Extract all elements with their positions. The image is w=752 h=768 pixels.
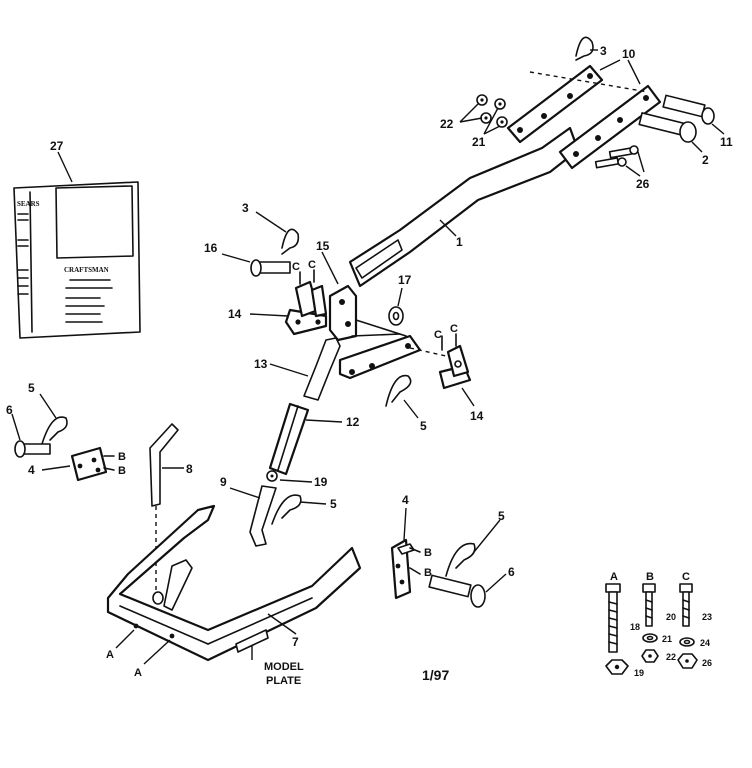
nuts-21-22: 22 21 bbox=[440, 94, 508, 149]
callout-2: 2 bbox=[702, 153, 709, 167]
callout-5-mid: 5 bbox=[420, 419, 427, 433]
letter-b-left-2: B bbox=[118, 465, 126, 477]
key-letter-b: B bbox=[646, 571, 654, 583]
callout-15: 15 bbox=[316, 239, 330, 253]
manual-text-lines bbox=[17, 213, 113, 323]
callout-26-key: 26 bbox=[702, 658, 712, 668]
callout-24: 24 bbox=[700, 638, 710, 648]
owners-manual-27: SEARS CRAFTSMAN 27 bbox=[13, 139, 141, 339]
hardware-key: A 18 19 B 20 21 22 C 23 bbox=[605, 571, 712, 678]
callout-23: 23 bbox=[702, 612, 712, 622]
letter-c-left-2: C bbox=[308, 259, 316, 271]
callout-6-right: 6 bbox=[508, 565, 515, 579]
lift-link-15: 15 bbox=[316, 239, 422, 380]
callout-5-center: 5 bbox=[330, 497, 337, 511]
callout-9: 9 bbox=[220, 475, 227, 489]
bracket-14-left: C C 14 bbox=[228, 259, 328, 336]
callout-19-key: 19 bbox=[634, 668, 644, 678]
clevis-pin-16: 16 bbox=[204, 241, 291, 277]
clevis-pin-6-left: 6 bbox=[6, 403, 51, 458]
callout-22-top: 22 bbox=[440, 117, 454, 131]
callout-1: 1 bbox=[456, 235, 463, 249]
link-plates-10: 10 bbox=[506, 47, 662, 170]
bracket-14-right: C C 14 bbox=[434, 323, 484, 423]
callout-14-right: 14 bbox=[470, 409, 484, 423]
lift-rod-8: 8 bbox=[149, 423, 193, 596]
callout-8: 8 bbox=[186, 462, 193, 476]
callout-22-key: 22 bbox=[666, 652, 676, 662]
assembly-line-mid bbox=[409, 347, 447, 357]
letter-a-frame-2: A bbox=[134, 667, 142, 679]
clevis-pin-2: 2 bbox=[638, 112, 709, 167]
letter-a-frame-1: A bbox=[106, 649, 114, 661]
hairpin-clip-5-right: 5 bbox=[445, 509, 505, 577]
date-code: 1/97 bbox=[422, 667, 449, 683]
callout-21-key: 21 bbox=[662, 634, 672, 644]
callout-13: 13 bbox=[254, 357, 268, 371]
key-letter-c: C bbox=[682, 571, 690, 583]
washer-17: 17 bbox=[388, 273, 412, 326]
callout-3-mid: 3 bbox=[242, 201, 249, 215]
bolts-26: 26 bbox=[594, 145, 650, 191]
clevis-pin-11: 11 bbox=[662, 94, 733, 149]
nut-19-mid: 19 bbox=[266, 470, 328, 489]
hairpin-clip-5-center: 5 bbox=[271, 494, 337, 525]
callout-14-left: 14 bbox=[228, 307, 242, 321]
letter-c-right-2: C bbox=[450, 323, 458, 335]
key-letter-a: A bbox=[610, 571, 618, 583]
hairpin-clip-3-top: 3 bbox=[575, 36, 607, 61]
adjusting-tube-12: 12 bbox=[268, 402, 360, 476]
hairpin-clip-5-left: 5 bbox=[28, 381, 68, 445]
drawbar-frame-7: 7 A A MODEL PLATE bbox=[106, 504, 362, 687]
model-plate bbox=[235, 629, 269, 653]
callout-5-right: 5 bbox=[498, 509, 505, 523]
frame-upright bbox=[163, 559, 193, 611]
callout-12: 12 bbox=[346, 415, 360, 429]
manual-brand: CRAFTSMAN bbox=[64, 266, 109, 274]
callout-3-top: 3 bbox=[600, 44, 607, 58]
letter-b-right-1: B bbox=[424, 547, 432, 559]
callout-4-left: 4 bbox=[28, 463, 35, 477]
lift-arm-1: 1 bbox=[348, 126, 580, 288]
callout-18: 18 bbox=[630, 622, 640, 632]
bracket-4-right: B B 4 bbox=[390, 493, 432, 600]
eye-bolt-9: 9 bbox=[220, 475, 277, 547]
model-plate-label-2: PLATE bbox=[266, 675, 301, 687]
callout-10: 10 bbox=[622, 47, 636, 61]
letter-b-left-1: B bbox=[118, 451, 126, 463]
callout-26-top: 26 bbox=[636, 177, 650, 191]
letter-c-left-1: C bbox=[292, 261, 300, 273]
clevis-pin-6-right: 6 bbox=[428, 565, 515, 608]
hairpin-clip-5-mid: 5 bbox=[385, 374, 427, 433]
letter-c-right-1: C bbox=[434, 329, 442, 341]
bracket-4-left: B B 4 bbox=[28, 446, 126, 482]
callout-5-left: 5 bbox=[28, 381, 35, 395]
hairpin-clip-3-mid: 3 bbox=[242, 201, 300, 255]
callout-11: 11 bbox=[720, 135, 733, 149]
callout-17: 17 bbox=[398, 273, 412, 287]
eye-bolt-13: 13 bbox=[254, 337, 341, 401]
callout-19-mid: 19 bbox=[314, 475, 328, 489]
callout-20: 20 bbox=[666, 612, 676, 622]
callout-6-left: 6 bbox=[6, 403, 13, 417]
manual-side-title: SEARS bbox=[17, 200, 40, 208]
callout-7: 7 bbox=[292, 635, 299, 649]
callout-4-right: 4 bbox=[402, 493, 409, 507]
letter-b-right-2: B bbox=[424, 567, 432, 579]
callout-16: 16 bbox=[204, 241, 218, 255]
model-plate-label-1: MODEL bbox=[264, 661, 304, 673]
callout-27: 27 bbox=[50, 139, 64, 153]
callout-21-top: 21 bbox=[472, 135, 486, 149]
